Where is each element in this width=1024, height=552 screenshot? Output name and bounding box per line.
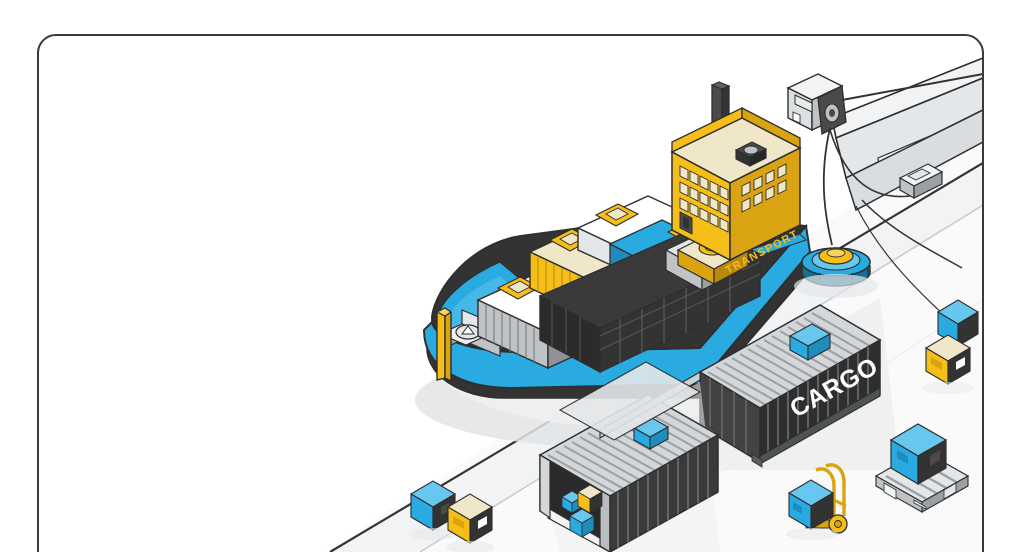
crane-slack-cable [829, 129, 911, 198]
container-side-ribs [767, 347, 869, 458]
rounded-card-border [37, 34, 984, 552]
crane-head [786, 73, 847, 135]
box-yellow-ground-left [446, 493, 494, 552]
bow-mast [435, 307, 453, 383]
inner-box-yellow [577, 484, 603, 514]
box-blue-handtruck [786, 479, 838, 540]
crane-trolley [898, 163, 944, 200]
cargo-container-open [538, 382, 720, 552]
dock-crane [786, 56, 983, 331]
ship-bridge [670, 81, 802, 262]
crane-lower-cable [861, 199, 963, 269]
crane-guy-cable [841, 73, 983, 101]
open-container-side [609, 433, 719, 552]
crane-boom-top [831, 56, 983, 140]
inner-box-blue-2 [569, 508, 595, 538]
cargo-ship: TRANSPORT [422, 81, 813, 399]
box-yellow-right-edge [922, 334, 974, 394]
mooring-buoy [794, 247, 878, 298]
open-container-inner-boxes [561, 484, 603, 538]
crane-boom-face [835, 76, 983, 180]
cargo-container-large: CARGO [698, 298, 900, 470]
crane-pivot [817, 85, 847, 135]
crane-boom-underside [845, 108, 983, 212]
bridge-window-grid-side [741, 163, 787, 213]
crane-hoist-cable [822, 127, 833, 246]
box-blue-right-edge [936, 299, 980, 347]
box-blue-pallet [889, 423, 948, 486]
container-roof-box [788, 323, 832, 361]
cargo-container-background [558, 361, 702, 441]
box-blue-ground-left [409, 480, 457, 540]
bridge-window-grid-front [679, 165, 729, 233]
bridge-radar-box [734, 141, 768, 167]
